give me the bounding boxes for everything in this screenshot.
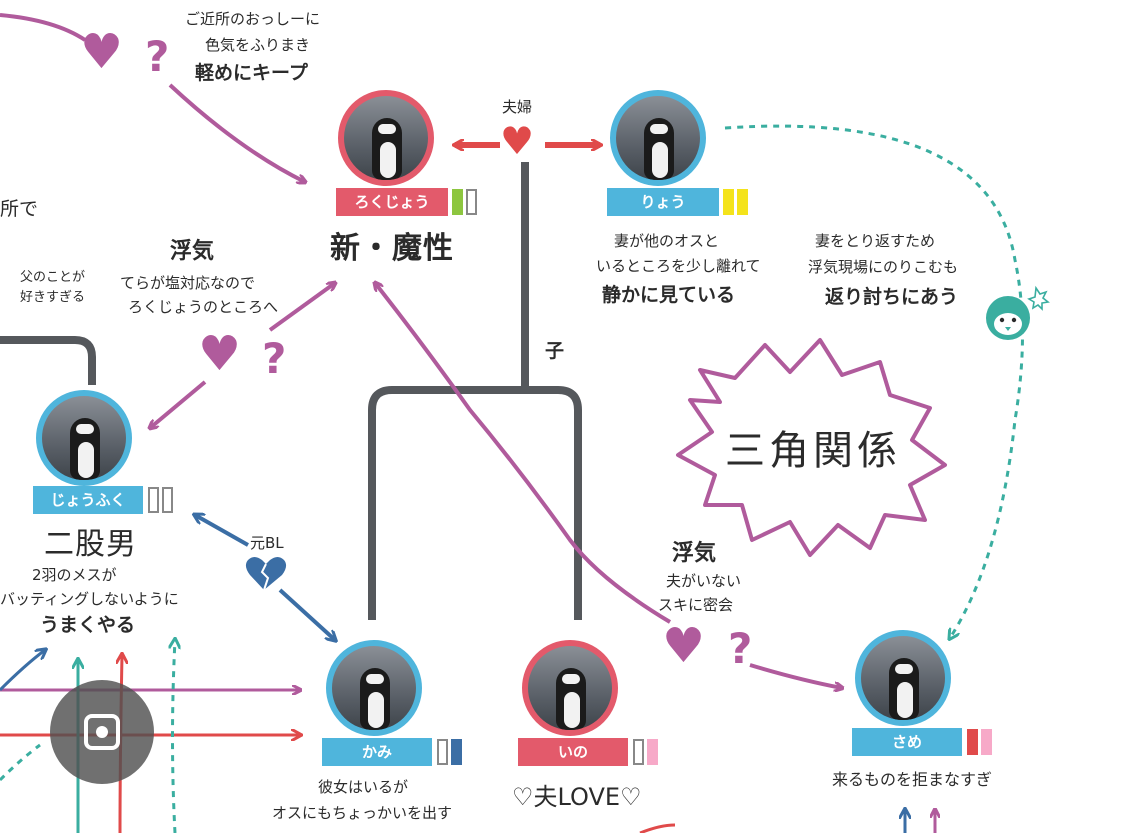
triangle-label: 三角関係 (718, 418, 908, 476)
penguin-face-icon (986, 288, 1048, 340)
uwaki-title: 浮気 (170, 238, 214, 266)
desc-joufuku-3: うまくやる (40, 614, 135, 638)
former-bl-label: 元BL (250, 534, 284, 553)
heart-icon: ♥ (198, 330, 241, 378)
desc-joufuku: 二股男 (44, 526, 137, 564)
revenge-note-2: 浮気現場にのりこむも (808, 258, 958, 277)
family-tree-branch (372, 390, 578, 620)
ring-chip (967, 729, 978, 755)
link-bottom-navy (0, 650, 45, 690)
uwaki2-title: 浮気 (672, 540, 716, 568)
name-tag-ino: いの (518, 738, 628, 766)
link-bottom-teal3 (0, 745, 40, 780)
broken-heart-icon (246, 557, 286, 590)
ring-chip (466, 189, 477, 215)
uwaki-note-1: てらが塩対応なので (120, 274, 255, 293)
link-top-keep (0, 15, 85, 40)
ring-chip (451, 739, 462, 765)
link-bottom-mid (640, 825, 675, 833)
desc-rokujo: 新・魔性 (330, 230, 454, 268)
revenge-note-1: 妻をとり返すため (815, 232, 935, 251)
child-label: 子 (545, 340, 564, 364)
left-fragment: 所で (0, 198, 38, 222)
google-lens-button[interactable] (50, 680, 154, 784)
desc-same: 来るものを拒まなすぎ (832, 770, 992, 790)
question-icon: ? (728, 628, 752, 670)
family-tree-left (0, 340, 92, 385)
desc-joufuku-1: 2羽のメスが (32, 566, 117, 585)
top-note-line-1: ご近所のおっしーに (185, 10, 320, 29)
desc-kami-1: 彼女はいるが (318, 778, 408, 797)
desc-ryo-2: いるところを少し離れて (596, 257, 761, 276)
couple-heart-icon: ♥ (500, 122, 534, 160)
desc-kami-2: オスにもちょっかいを出す (272, 804, 452, 823)
avatar-kami (326, 640, 422, 736)
ring-chip (148, 487, 159, 513)
top-note-line-2: 色気をふりまき (205, 36, 310, 55)
ring-chip (723, 189, 734, 215)
desc-ino: ♡夫LOVE♡ (512, 782, 642, 812)
link-uwaki-up (270, 283, 335, 330)
avatar-joufuku (36, 390, 132, 486)
name-tag-rokujo: ろくじょう (336, 188, 448, 216)
name-tag-same: さめ (852, 728, 962, 756)
left-note-1: 父のことが (20, 270, 85, 286)
desc-joufuku-2: バッティングしないように (0, 590, 179, 609)
link-meeting-same (750, 665, 842, 688)
ring-chip (633, 739, 644, 765)
name-tag-joufuku: じょうふく (33, 486, 143, 514)
name-tag-kami: かみ (322, 738, 432, 766)
uwaki2-note-1: 夫がいない (666, 572, 741, 591)
ring-chip (437, 739, 448, 765)
desc-ryo-3: 静かに見ている (602, 284, 735, 308)
revenge-note-3: 返り討ちにあう (825, 286, 958, 310)
heart-icon: ♥ (662, 622, 705, 670)
avatar-rokujo (338, 90, 434, 186)
uwaki2-note-2: スキに密会 (658, 596, 733, 615)
question-icon: ? (145, 36, 169, 78)
ring-chip (737, 189, 748, 215)
ring-chip (981, 729, 992, 755)
ring-chip (647, 739, 658, 765)
uwaki-note-2: ろくじょうのところへ (128, 298, 278, 317)
link-keep-rokujo (170, 85, 305, 182)
heart-icon: ♥ (80, 28, 123, 76)
couple-label: 夫婦 (502, 98, 532, 117)
top-note-line-3: 軽めにキープ (195, 62, 308, 86)
link-formerbl-down (280, 590, 335, 640)
name-tag-ryo: りょう (607, 188, 719, 216)
avatar-ryo (610, 90, 706, 186)
avatar-same (855, 630, 951, 726)
question-icon: ? (262, 338, 286, 380)
left-note-2: 好きすぎる (20, 290, 85, 306)
avatar-ino (522, 640, 618, 736)
ring-chip (452, 189, 463, 215)
link-formerbl-up (195, 515, 248, 545)
link-uwaki-down (150, 382, 205, 428)
ring-chip (162, 487, 173, 513)
desc-ryo-1: 妻が他のオスと (614, 232, 719, 251)
